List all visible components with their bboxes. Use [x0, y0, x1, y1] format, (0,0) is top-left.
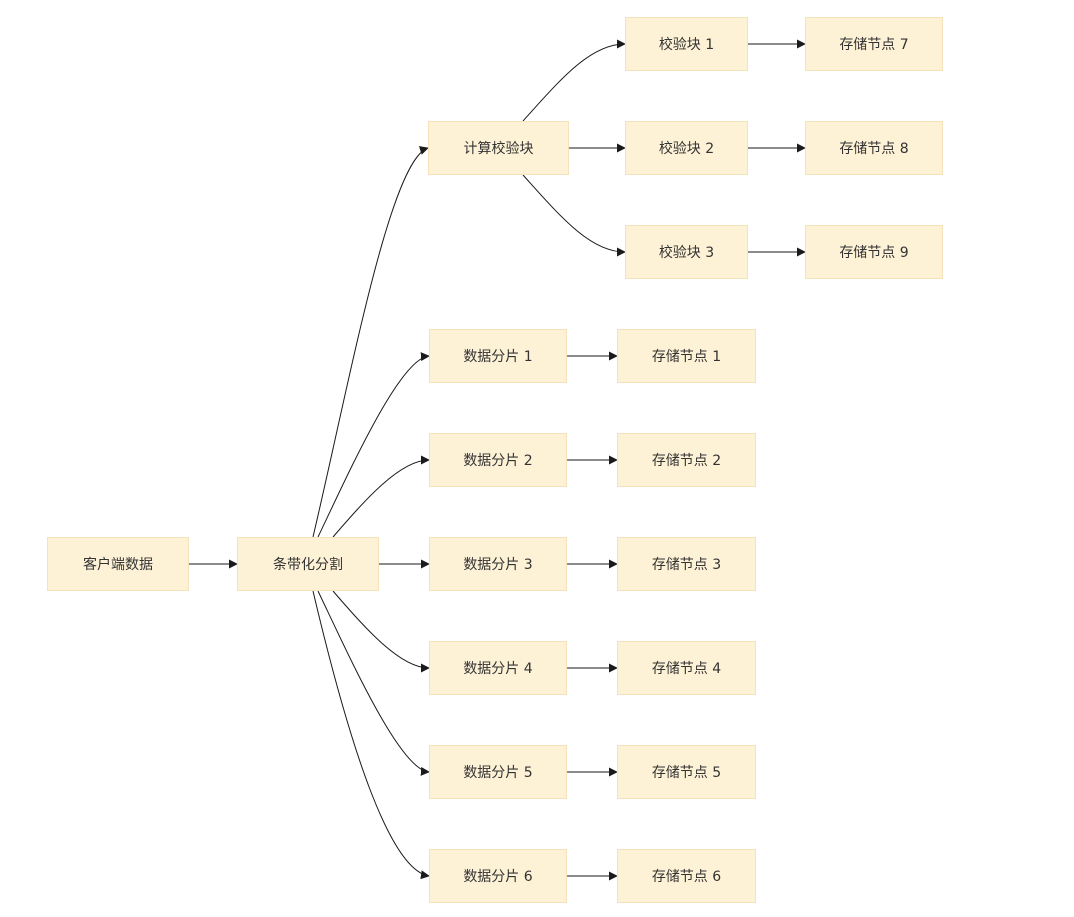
node-shard-3: 数据分片 3 [429, 537, 567, 591]
node-storage-2: 存储节点 2 [617, 433, 756, 487]
node-shard-4: 数据分片 4 [429, 641, 567, 695]
node-storage-4: 存储节点 4 [617, 641, 756, 695]
node-shard-1: 数据分片 1 [429, 329, 567, 383]
node-striping: 条带化分割 [237, 537, 379, 591]
node-storage-9: 存储节点 9 [805, 225, 943, 279]
node-parity-2: 校验块 2 [625, 121, 748, 175]
node-storage-7: 存储节点 7 [805, 17, 943, 71]
node-storage-3: 存储节点 3 [617, 537, 756, 591]
node-shard-2: 数据分片 2 [429, 433, 567, 487]
node-storage-1: 存储节点 1 [617, 329, 756, 383]
node-parity-compute: 计算校验块 [428, 121, 569, 175]
node-storage-5: 存储节点 5 [617, 745, 756, 799]
edge-stripe-shard4 [332, 590, 430, 673]
edge-stripe-parity-calc [312, 146, 429, 538]
edge-parity-calc-parity3 [522, 174, 626, 257]
edge-parity-calc-parity1 [522, 39, 626, 122]
edge-stripe-shard5 [317, 590, 430, 776]
edge-stripe-shard1 [317, 352, 430, 538]
node-storage-8: 存储节点 8 [805, 121, 943, 175]
node-parity-3: 校验块 3 [625, 225, 748, 279]
node-client-data: 客户端数据 [47, 537, 189, 591]
edge-stripe-shard2 [332, 455, 430, 538]
edge-stripe-shard6 [312, 590, 430, 880]
node-shard-5: 数据分片 5 [429, 745, 567, 799]
node-shard-6: 数据分片 6 [429, 849, 567, 903]
node-parity-1: 校验块 1 [625, 17, 748, 71]
node-storage-6: 存储节点 6 [617, 849, 756, 903]
